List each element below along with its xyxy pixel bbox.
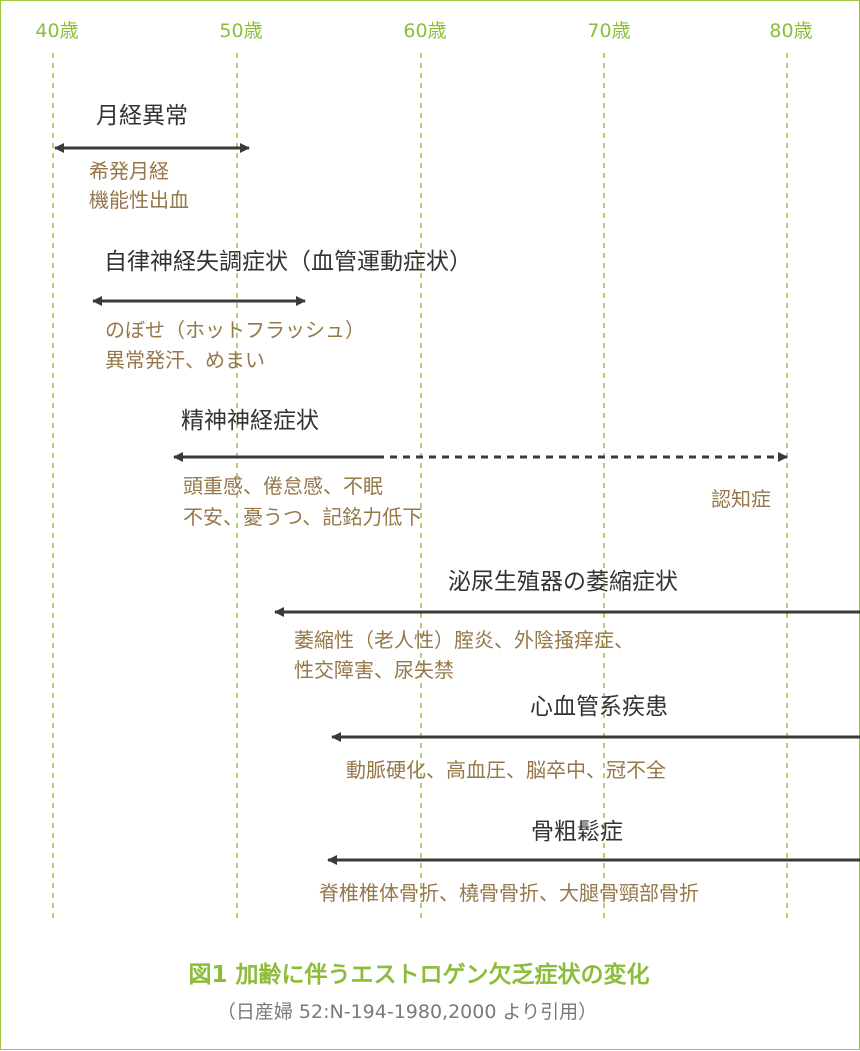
age-label-50: 50歳 <box>219 20 262 42</box>
figure-caption-title: 図1 加齢に伴うエストロゲン欠乏症状の変化 <box>188 961 649 988</box>
row-detail: 脊椎椎体骨折、橈骨骨折、大腿骨頸部骨折 <box>319 881 699 905</box>
row-title: 骨粗鬆症 <box>531 819 623 845</box>
row-detail: 性交障害、尿失禁 <box>294 658 454 682</box>
row-detail: のぼせ（ホットフラッシュ） <box>105 318 365 342</box>
row-title: 月経異常 <box>96 103 188 129</box>
row-detail: 不安、憂うつ、記銘力低下 <box>183 505 422 529</box>
age-label-70: 70歳 <box>587 20 630 42</box>
row-osteoporosis: 骨粗鬆症 脊椎椎体骨折、橈骨骨折、大腿骨頸部骨折 <box>319 819 860 905</box>
row-detail: 頭重感、倦怠感、不眠 <box>183 474 383 498</box>
row-title: 泌尿生殖器の萎縮症状 <box>448 569 678 595</box>
row-title: 自律神経失調症状（血管運動症状） <box>104 249 472 275</box>
row-title: 心血管系疾患 <box>530 694 668 720</box>
row-detail: 異常発汗、めまい <box>105 348 265 372</box>
row-psychoneurological-symptoms: 精神神経症状 頭重感、倦怠感、不眠 不安、憂うつ、記銘力低下 認知症 <box>173 408 788 529</box>
row-detail: 動脈硬化、高血圧、脳卒中、冠不全 <box>346 758 666 782</box>
age-label-80: 80歳 <box>769 20 812 42</box>
figure-caption-source: （日産婦 52:N-194-1980,2000 より引用） <box>217 1001 597 1023</box>
right-note: 認知症 <box>711 487 771 511</box>
age-label-40: 40歳 <box>35 20 78 42</box>
row-detail: 萎縮性（老人性）腟炎、外陰掻痒症、 <box>294 628 634 652</box>
age-label-60: 60歳 <box>403 20 446 42</box>
row-menstrual-disorder: 月経異常 希発月経 機能性出血 <box>54 103 250 212</box>
row-title: 精神神経症状 <box>181 408 319 434</box>
row-cardiovascular-disease: 心血管系疾患 動脈硬化、高血圧、脳卒中、冠不全 <box>331 694 860 782</box>
row-autonomic-symptoms: 自律神経失調症状（血管運動症状） のぼせ（ホットフラッシュ） 異常発汗、めまい <box>92 249 472 372</box>
row-urogenital-atrophy: 泌尿生殖器の萎縮症状 萎縮性（老人性）腟炎、外陰掻痒症、 性交障害、尿失禁 <box>274 569 860 682</box>
row-detail: 希発月経 <box>89 159 169 183</box>
row-detail: 機能性出血 <box>89 188 189 212</box>
